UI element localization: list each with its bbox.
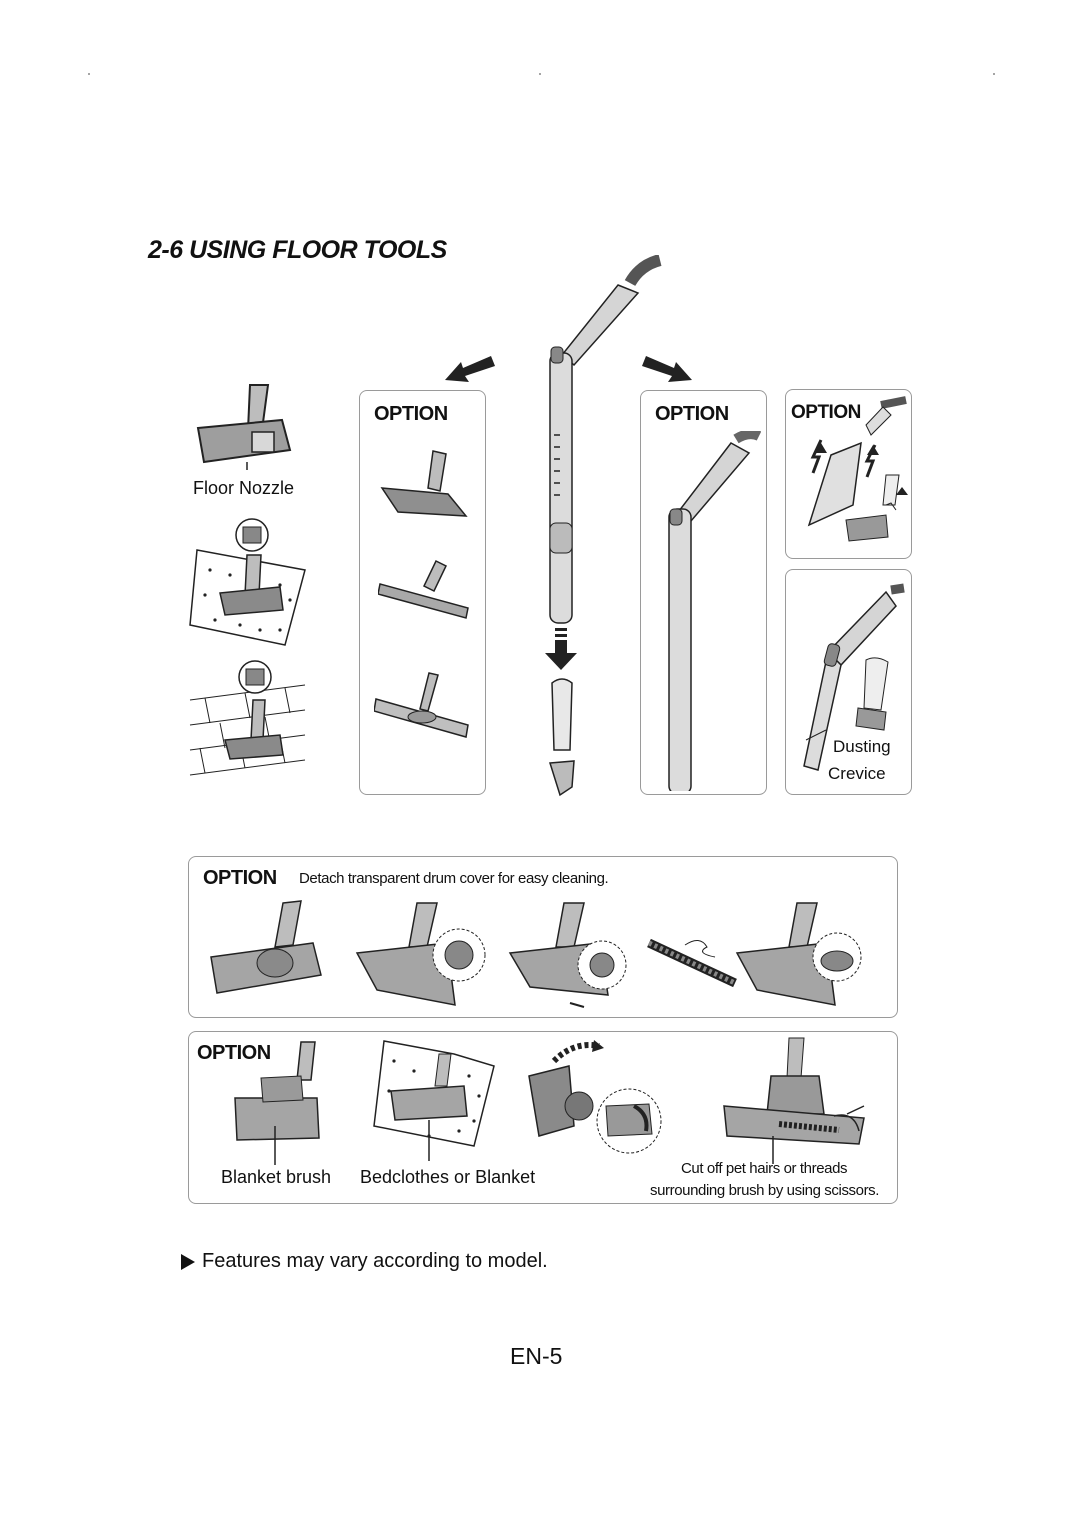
option-turbo-cleaning-panel: OPTION Detach transparent drum cover for… bbox=[188, 856, 898, 1018]
carpet-mode-illustration bbox=[185, 515, 310, 650]
option-extended-pipe-panel: OPTION bbox=[640, 390, 767, 795]
drum-cover-reattach-illustration bbox=[729, 895, 864, 1010]
floor-nozzle-label: Floor Nozzle bbox=[193, 478, 295, 498]
features-note-text: Features may vary according to model. bbox=[202, 1250, 548, 1272]
section-title: 2-6 USING FLOOR TOOLS bbox=[148, 236, 447, 264]
bedclothes-label: Bedclothes or Blanket bbox=[360, 1167, 536, 1187]
triangle-right-icon bbox=[180, 1253, 196, 1271]
turbo-brush-illustration bbox=[203, 895, 328, 1005]
page-number: EN-5 bbox=[510, 1343, 563, 1369]
arrow-down-left-icon bbox=[443, 352, 498, 387]
option-label: OPTION bbox=[791, 402, 861, 423]
extended-pipe-illustration bbox=[661, 431, 761, 791]
drum-cover-detach-step1-illustration bbox=[349, 895, 489, 1010]
option-dusting-crevice-panel: Dusting Crevice bbox=[785, 569, 912, 795]
dusting-label: Dusting bbox=[833, 737, 891, 756]
cut-off-line2: surrounding brush by using scissors. bbox=[650, 1182, 880, 1199]
crop-mark bbox=[993, 73, 995, 75]
cyclone-detach-illustration bbox=[791, 395, 909, 555]
option-blanket-brush-panel: OPTION bbox=[188, 1031, 898, 1204]
option-label: OPTION bbox=[203, 867, 277, 889]
features-note: Features may vary according to model. bbox=[180, 1250, 548, 1273]
wide-floor-brush-illustration bbox=[378, 556, 470, 626]
cut-off-line1: Cut off pet hairs or threads bbox=[681, 1160, 848, 1177]
option-label: OPTION bbox=[655, 403, 729, 425]
blanket-brush-cleaning-illustration bbox=[524, 1036, 674, 1161]
crevice-tool-illustration bbox=[544, 675, 579, 800]
hard-floor-mode-illustration bbox=[185, 655, 310, 795]
option-nozzles-panel: OPTION bbox=[359, 390, 486, 795]
blanket-brush-illustration bbox=[231, 1040, 321, 1165]
parquet-nozzle-illustration bbox=[378, 446, 470, 526]
dusting-crevice-tool-illustration bbox=[796, 580, 906, 780]
blanket-brush-label: Blanket brush bbox=[221, 1167, 332, 1187]
floor-nozzle-illustration bbox=[190, 380, 300, 470]
brush-roll-illustration bbox=[645, 935, 740, 995]
pet-hair-cut-illustration bbox=[719, 1036, 869, 1164]
drum-cover-detach-step2-illustration bbox=[504, 895, 634, 1010]
arrow-down-right-icon bbox=[640, 352, 695, 387]
crop-mark bbox=[539, 73, 541, 75]
option-label: OPTION bbox=[374, 403, 448, 425]
turbo-description: Detach transparent drum cover for easy c… bbox=[299, 870, 609, 887]
crevice-label: Crevice bbox=[828, 764, 886, 783]
hard-floor-brush-illustration bbox=[374, 669, 470, 744]
option-label: OPTION bbox=[197, 1042, 271, 1064]
telescopic-pipe-illustration bbox=[540, 255, 665, 625]
blanket-brush-on-bedclothes-illustration bbox=[369, 1036, 499, 1161]
arrow-down-icon bbox=[545, 628, 580, 673]
crop-mark bbox=[88, 73, 90, 75]
option-drum-attach-panel: OPTION bbox=[785, 389, 912, 559]
